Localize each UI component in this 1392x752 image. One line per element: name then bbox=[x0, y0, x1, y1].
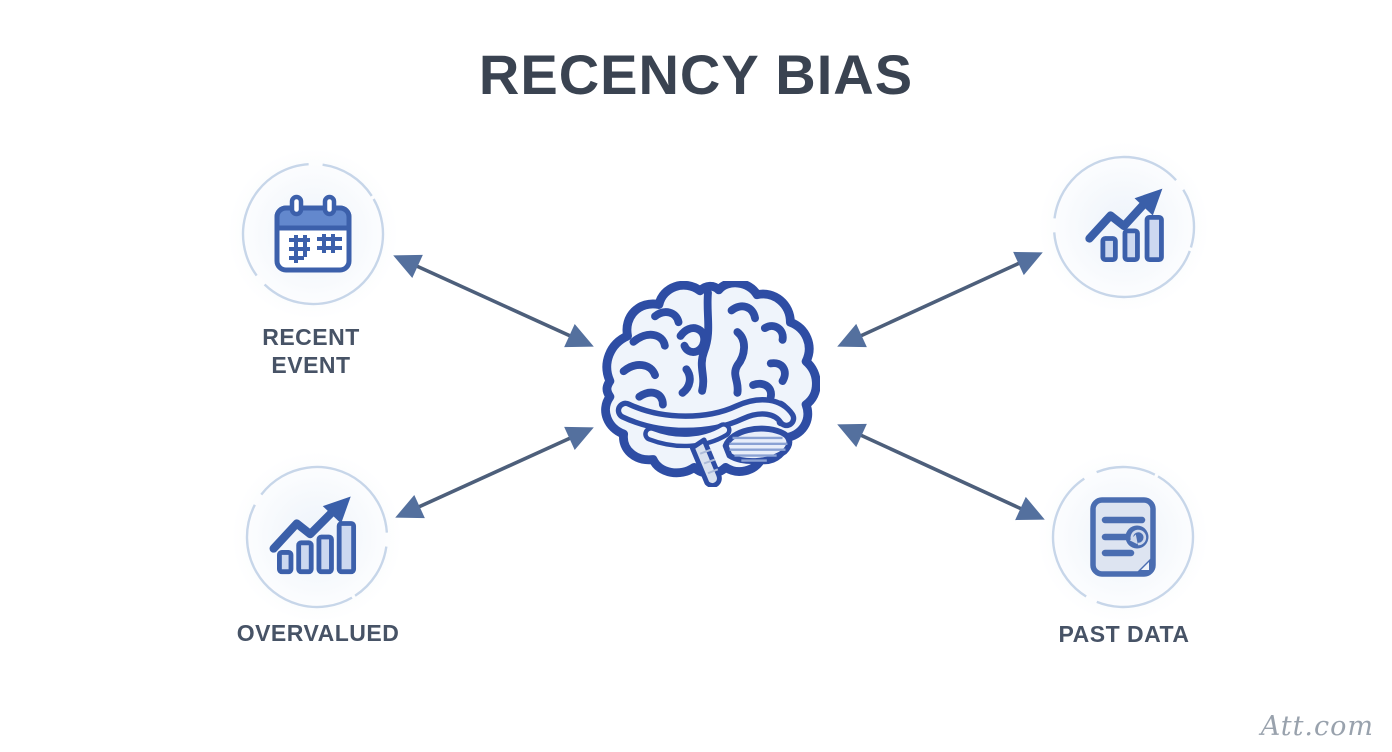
arrow-bottom-left bbox=[395, 426, 594, 519]
node-circle-outline bbox=[1051, 465, 1195, 609]
node-past-data bbox=[1037, 451, 1209, 623]
trend-arrowhead bbox=[322, 496, 351, 524]
node-label-recent-event: RECENT EVENT bbox=[262, 324, 360, 378]
trend-up-bars-icon bbox=[269, 496, 357, 575]
trend-arrowhead bbox=[1134, 188, 1163, 216]
arrow-top-right bbox=[837, 251, 1043, 348]
node-circle-outline bbox=[241, 162, 385, 306]
node-halo bbox=[231, 451, 403, 623]
brain-icon bbox=[601, 281, 820, 487]
arrow-bottom-right bbox=[837, 423, 1045, 521]
watermark: Att.com bbox=[1260, 711, 1374, 742]
node-label-past-data: PAST DATA bbox=[1058, 621, 1190, 647]
arrow-top-left bbox=[393, 254, 594, 348]
node-trend-up bbox=[1038, 141, 1210, 313]
calendar-grid bbox=[289, 234, 342, 263]
node-label-overvalued: OVERVALUED bbox=[236, 620, 400, 646]
document-icon bbox=[1090, 497, 1156, 577]
node-circle-outline bbox=[1052, 155, 1196, 299]
node-overvalued bbox=[231, 451, 403, 623]
node-circle-outline bbox=[245, 465, 389, 609]
calendar-icon bbox=[274, 194, 352, 273]
trend-up-bars-icon bbox=[1085, 188, 1164, 263]
page-title: RECENCY BIAS bbox=[478, 43, 914, 106]
node-recent-event bbox=[227, 148, 399, 320]
